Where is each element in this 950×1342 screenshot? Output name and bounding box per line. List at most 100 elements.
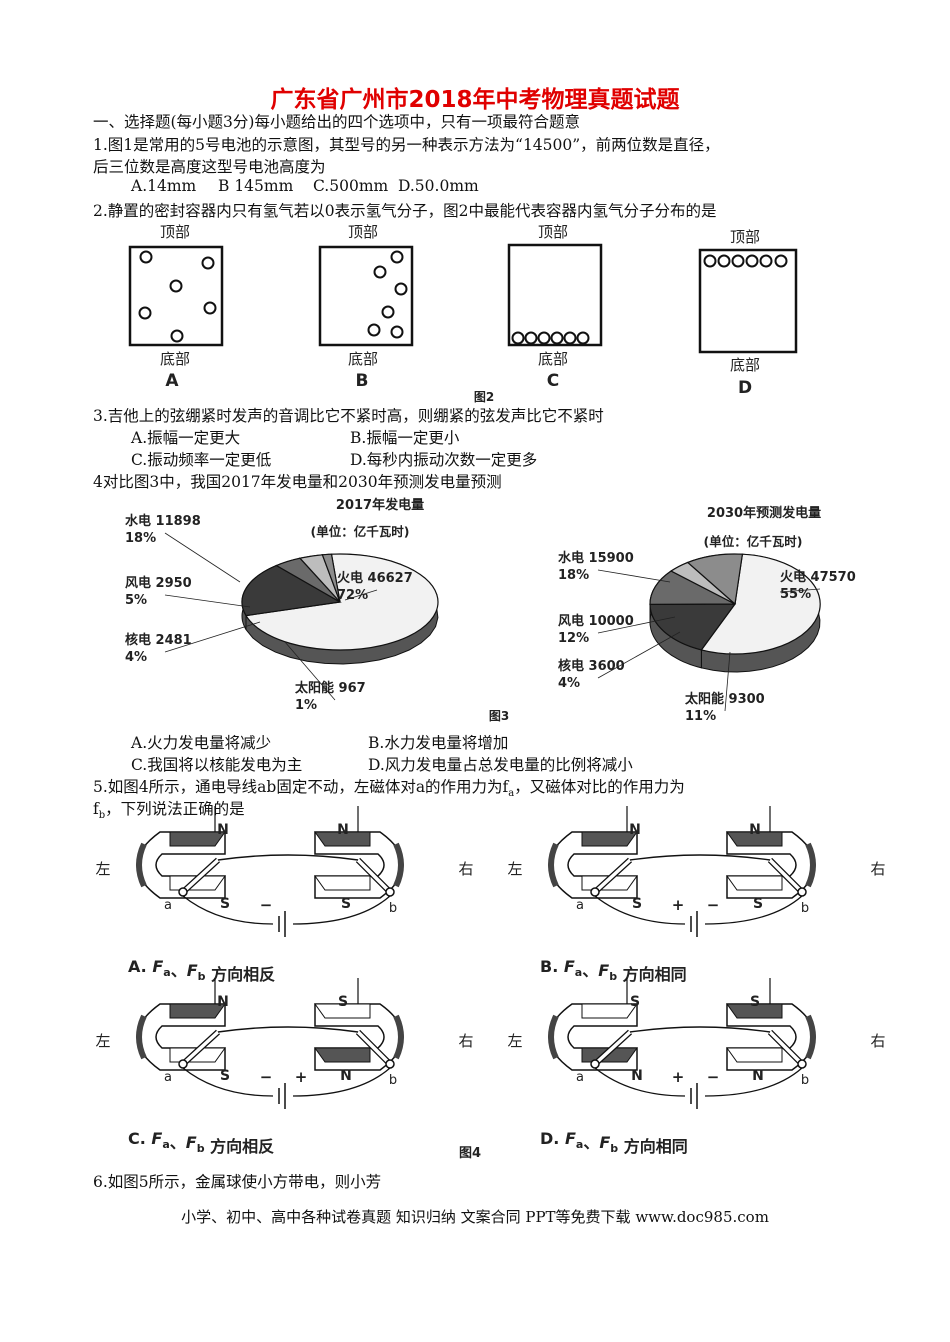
magnet-top-arm: [726, 1003, 783, 1019]
fig2-d-letter: D: [738, 378, 752, 398]
fig2-a-letter: A: [165, 371, 179, 391]
magnet-top-arm: [581, 1003, 638, 1019]
battery-sign-right: −: [707, 1068, 720, 1086]
q1-text-line2: 后三位数是高度这型号电池高度为: [93, 158, 326, 176]
pie-leader-line: [164, 594, 251, 608]
pie-category-label: 火电 47570: [780, 569, 856, 585]
q5-sub-b: b: [98, 810, 106, 822]
fig2-b-letter: B: [356, 371, 369, 391]
fig2-caption: 图2: [474, 390, 494, 404]
pole-label-left-bottom: N: [631, 1068, 643, 1084]
battery-sign-left: −: [260, 1068, 273, 1086]
q2-text: 2.静置的密封容器内只有氢气若以0表示氢气分子，图2中最能代表容器内氢气分子分布…: [93, 202, 717, 220]
pole-label-left-top: N: [217, 822, 229, 838]
pole-label-right-top: S: [750, 994, 760, 1010]
magnet-bottom-arm: [169, 1047, 226, 1063]
label-end-b: b: [801, 901, 809, 916]
pie-slice: [649, 570, 736, 606]
magnet-bottom-arm: [314, 1047, 371, 1063]
fig2-c-letter: C: [547, 371, 559, 391]
pole-label-left-top: N: [217, 994, 229, 1010]
pie-2030-subtitle: (单位：亿千瓦时): [704, 534, 803, 549]
pie-category-label: 火电 46627: [337, 570, 413, 586]
magnet-shading: [805, 1014, 816, 1060]
pie-leader-line: [597, 616, 676, 634]
label-left: 左: [507, 1032, 522, 1050]
q4-option-b: B.水力发电量将增加: [368, 734, 509, 752]
pie-leader-line: [164, 532, 241, 583]
figure-2: 顶部 底部 A 顶部 底部 B 顶部 底部 C 图2 顶部: [128, 223, 798, 404]
magnet-bottom-arm: [726, 875, 783, 891]
pie-category-label: 太阳能 967: [294, 680, 366, 696]
q5-sub-a: a: [508, 788, 515, 800]
q1-option-a: A.14mm: [131, 177, 197, 195]
pie-leader-line: [597, 569, 671, 583]
magnet-shading: [548, 1014, 559, 1060]
magnet-top-arm: [169, 1003, 226, 1019]
pie-2030-title: 2030年预测发电量: [707, 505, 821, 521]
magnet-bottom-arm: [726, 1047, 783, 1063]
label-right: 右: [870, 1032, 885, 1050]
q3-option-a: A.振幅一定更大: [131, 429, 241, 447]
fig2-a-top-label: 顶部: [160, 223, 190, 241]
q1-option-b: B 145mm: [218, 177, 294, 195]
battery-sign-right: +: [295, 1068, 308, 1086]
page-title: 广东省广州市2018年中考物理真题试题: [270, 87, 680, 113]
section-heading: 一、选择题(每小题3分)每小题给出的四个选项中，只有一项最符合题意: [93, 113, 580, 131]
magnet-top-arm: [169, 831, 226, 847]
battery-sign-right: −: [707, 896, 720, 914]
pole-label-left-bottom: S: [220, 1068, 230, 1084]
pie-leader-line: [597, 631, 681, 679]
pie-leader-line: [164, 621, 261, 653]
fig2-c-top-label: 顶部: [538, 223, 568, 241]
q5-text-line1: 5.如图4所示，通电导线ab固定不动，左磁体对a的作用力为fa，又磁体对比的作用…: [93, 775, 685, 799]
pole-label-right-top: N: [749, 822, 761, 838]
battery-sign-left: −: [260, 896, 273, 914]
fig2-d-top-label: 顶部: [730, 228, 760, 246]
pie-category-label: 风电 10000: [558, 613, 634, 629]
pie-2017-subtitle: (单位：亿千瓦时): [311, 524, 410, 539]
label-end-b: b: [389, 1073, 397, 1088]
fig4-caption: 图4: [459, 1146, 481, 1161]
pie-percent-label: 12%: [558, 631, 589, 646]
label-end-a: a: [576, 1070, 584, 1085]
fig2-container-c: 顶部 底部 C: [507, 223, 603, 391]
q3-option-d: D.每秒内振动次数一定更多: [350, 451, 538, 469]
q3-option-c: C.振动频率一定更低: [131, 451, 272, 469]
fig2-c-bottom-label: 底部: [538, 350, 568, 368]
label-end-a: a: [164, 1070, 172, 1085]
fig2-a-bottom-label: 底部: [160, 350, 190, 368]
pie-slice: [241, 564, 342, 617]
pie-percent-label: 18%: [125, 531, 156, 546]
pie-percent-label: 72%: [337, 588, 368, 603]
pie-slice: [245, 553, 439, 651]
q1-text-line1: 1.图1是常用的5号电池的示意图，其型号的另一种表示方法为“14500”，前两位…: [93, 136, 720, 154]
pie-slice: [321, 553, 341, 603]
magnet-shading: [136, 1014, 147, 1060]
label-right: 右: [458, 860, 473, 878]
magnet-shading: [805, 842, 816, 888]
pie-leader-line: [779, 588, 821, 593]
battery-sign-left: +: [672, 1068, 685, 1086]
pie-percent-label: 1%: [295, 698, 317, 713]
q1-option-c: C.500mm: [313, 177, 389, 195]
pie-category-label: 水电 11898: [125, 513, 201, 529]
q5-text-part1: 5.如图4所示，通电导线ab固定不动，左磁体对a的作用力为f: [93, 778, 509, 796]
option-caption-c: C. Fa、Fb 方向相反: [128, 1129, 274, 1156]
pie-percent-label: 4%: [125, 650, 147, 665]
label-left: 左: [95, 1032, 110, 1050]
magnet-shading: [393, 1014, 404, 1060]
label-left: 左: [95, 860, 110, 878]
magnet-bottom-arm: [581, 875, 638, 891]
pole-label-right-top: N: [337, 822, 349, 838]
pie-percent-label: 4%: [558, 676, 580, 691]
fig3-caption: 图3: [489, 709, 509, 723]
pole-label-right-bottom: S: [753, 896, 763, 912]
q6-text: 6.如图5所示，金属球使小方带电，则小芳: [93, 1173, 382, 1191]
pie-leader-line: [284, 641, 336, 701]
